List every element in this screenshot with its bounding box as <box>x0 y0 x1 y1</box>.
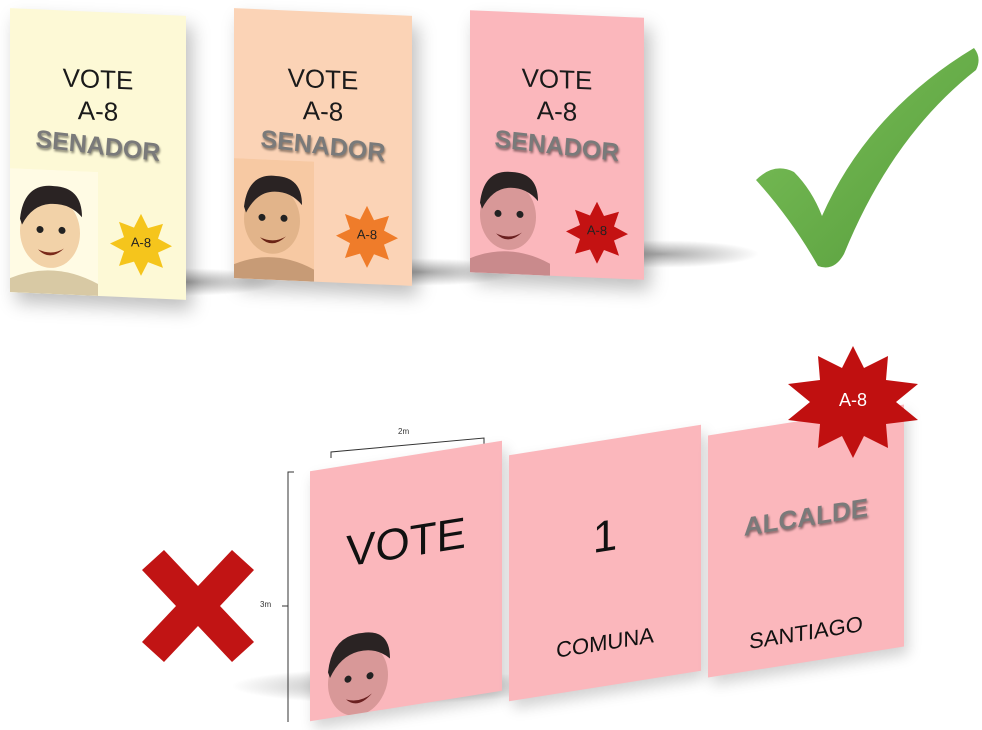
billboard-number-text: 1 <box>592 510 618 563</box>
badge-label: A-8 <box>838 390 867 410</box>
billboard-role-text: ALCALDE <box>743 492 869 542</box>
campaign-poster-yellow: VOTE A-8 SENADOR A-8 <box>10 8 186 300</box>
billboard-panel-vote: VOTE <box>310 440 502 722</box>
width-dimension-line <box>330 437 485 458</box>
candidate-face-icon <box>10 168 98 296</box>
a8-badge: A-8 <box>336 205 398 270</box>
width-dimension-label: 2m <box>398 427 410 436</box>
a8-badge: A-8 <box>566 200 628 265</box>
poster-vote-text: VOTE <box>521 62 593 96</box>
campaign-poster-pink: VOTE A-8 SENADOR A-8 <box>470 10 644 280</box>
height-dimension-label: 3m <box>260 600 272 609</box>
billboard-vote-text: VOTE <box>346 508 466 577</box>
badge-label: A-8 <box>586 222 608 239</box>
poster-vote-text: VOTE <box>287 62 359 96</box>
poster-role-text: SENADOR <box>34 124 162 168</box>
candidate-face-icon <box>234 158 314 282</box>
star-badge-icon <box>110 213 172 276</box>
checkmark-icon <box>756 48 979 268</box>
billboard-city-text: SANTIAGO <box>749 610 863 655</box>
candidate-face-icon <box>470 171 550 276</box>
star-badge-icon <box>566 201 628 264</box>
badge-label: A-8 <box>130 234 152 251</box>
billboard-panel-number: 1 COMUNA <box>509 424 701 702</box>
campaign-poster-orange: VOTE A-8 SENADOR A-8 <box>234 8 412 286</box>
a8-badge-large: A-8 <box>784 346 922 458</box>
candidate-face-icon <box>328 632 390 716</box>
a8-badge: A-8 <box>110 213 172 278</box>
height-dimension-line <box>282 471 294 722</box>
badge-label: A-8 <box>356 226 378 243</box>
star-badge-icon <box>788 346 918 458</box>
billboard-comuna-text: COMUNA <box>556 622 654 663</box>
star-badge-icon <box>336 205 398 268</box>
cross-mark-icon <box>142 550 254 662</box>
poster-vote-text: VOTE <box>62 62 134 96</box>
